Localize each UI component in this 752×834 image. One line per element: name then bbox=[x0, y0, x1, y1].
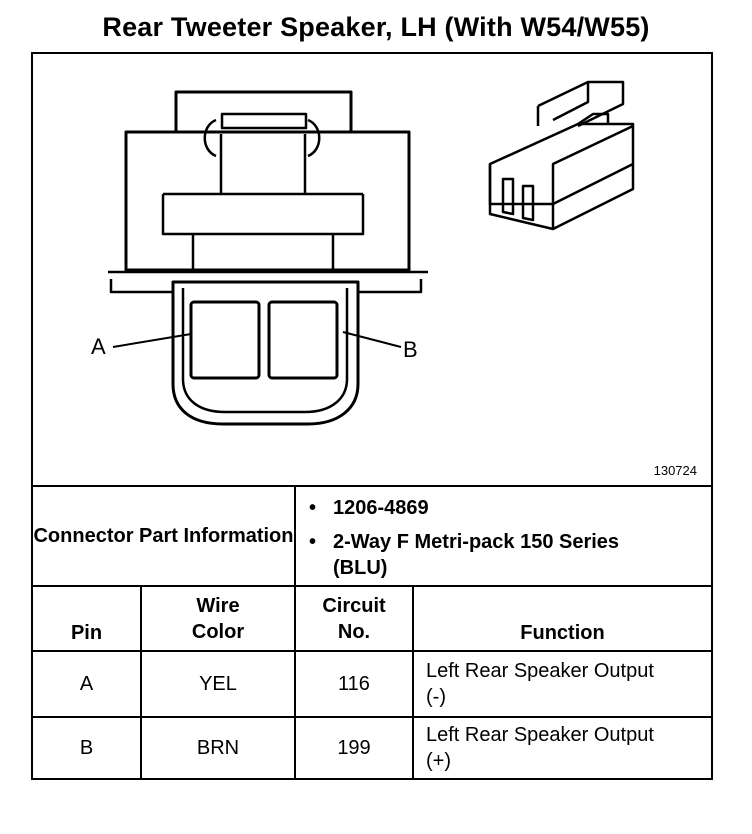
diagram-title: Rear Tweeter Speaker, LH (With W54/W55) bbox=[102, 12, 650, 42]
pin-b-cavity bbox=[267, 300, 339, 380]
callout-a: A bbox=[91, 334, 106, 359]
header-wire-color: Wire Color bbox=[191, 594, 245, 643]
callout-b: B bbox=[403, 337, 418, 362]
divider-col-3 bbox=[412, 585, 414, 778]
part-number: 1206-4869 bbox=[303, 495, 673, 521]
row-a-wire-color: YEL bbox=[199, 673, 237, 695]
pin-a-cavity bbox=[189, 300, 261, 380]
connector-isometric-drawing bbox=[488, 80, 635, 231]
connector-info-label: Connector Part Information bbox=[33, 525, 294, 547]
row-b-function: Left Rear Speaker Output (+) bbox=[426, 724, 654, 772]
connector-diagram: A B bbox=[91, 80, 635, 426]
divider-col-1 bbox=[140, 585, 142, 778]
divider-diagram-info bbox=[33, 485, 711, 487]
divider-col-2 bbox=[294, 585, 296, 778]
row-b-wire-color: BRN bbox=[196, 737, 240, 759]
row-b-circuit-no: 199 bbox=[337, 737, 371, 759]
divider-info-table bbox=[33, 585, 711, 587]
divider-row-a-b bbox=[33, 716, 711, 718]
row-a-circuit-no: 116 bbox=[338, 673, 370, 695]
row-b-pin: B bbox=[79, 737, 94, 759]
connector-info-frame: A B 130724 Connector Part Information 12… bbox=[31, 52, 713, 780]
connector-face-drawing bbox=[108, 90, 428, 426]
divider-header-rows bbox=[33, 650, 711, 652]
divider-info-vertical bbox=[294, 485, 296, 585]
row-a-pin: A bbox=[79, 673, 94, 695]
header-circuit-no: Circuit No. bbox=[322, 594, 386, 643]
header-pin: Pin bbox=[70, 622, 103, 644]
connector-info-list: 1206-4869 2-Way F Metri-pack 150 Series … bbox=[303, 495, 673, 589]
header-function: Function bbox=[520, 622, 605, 644]
connector-type: 2-Way F Metri-pack 150 Series (BLU) bbox=[303, 529, 673, 581]
figure-number: 130724 bbox=[653, 463, 697, 478]
row-a-function: Left Rear Speaker Output (-) bbox=[426, 660, 654, 708]
